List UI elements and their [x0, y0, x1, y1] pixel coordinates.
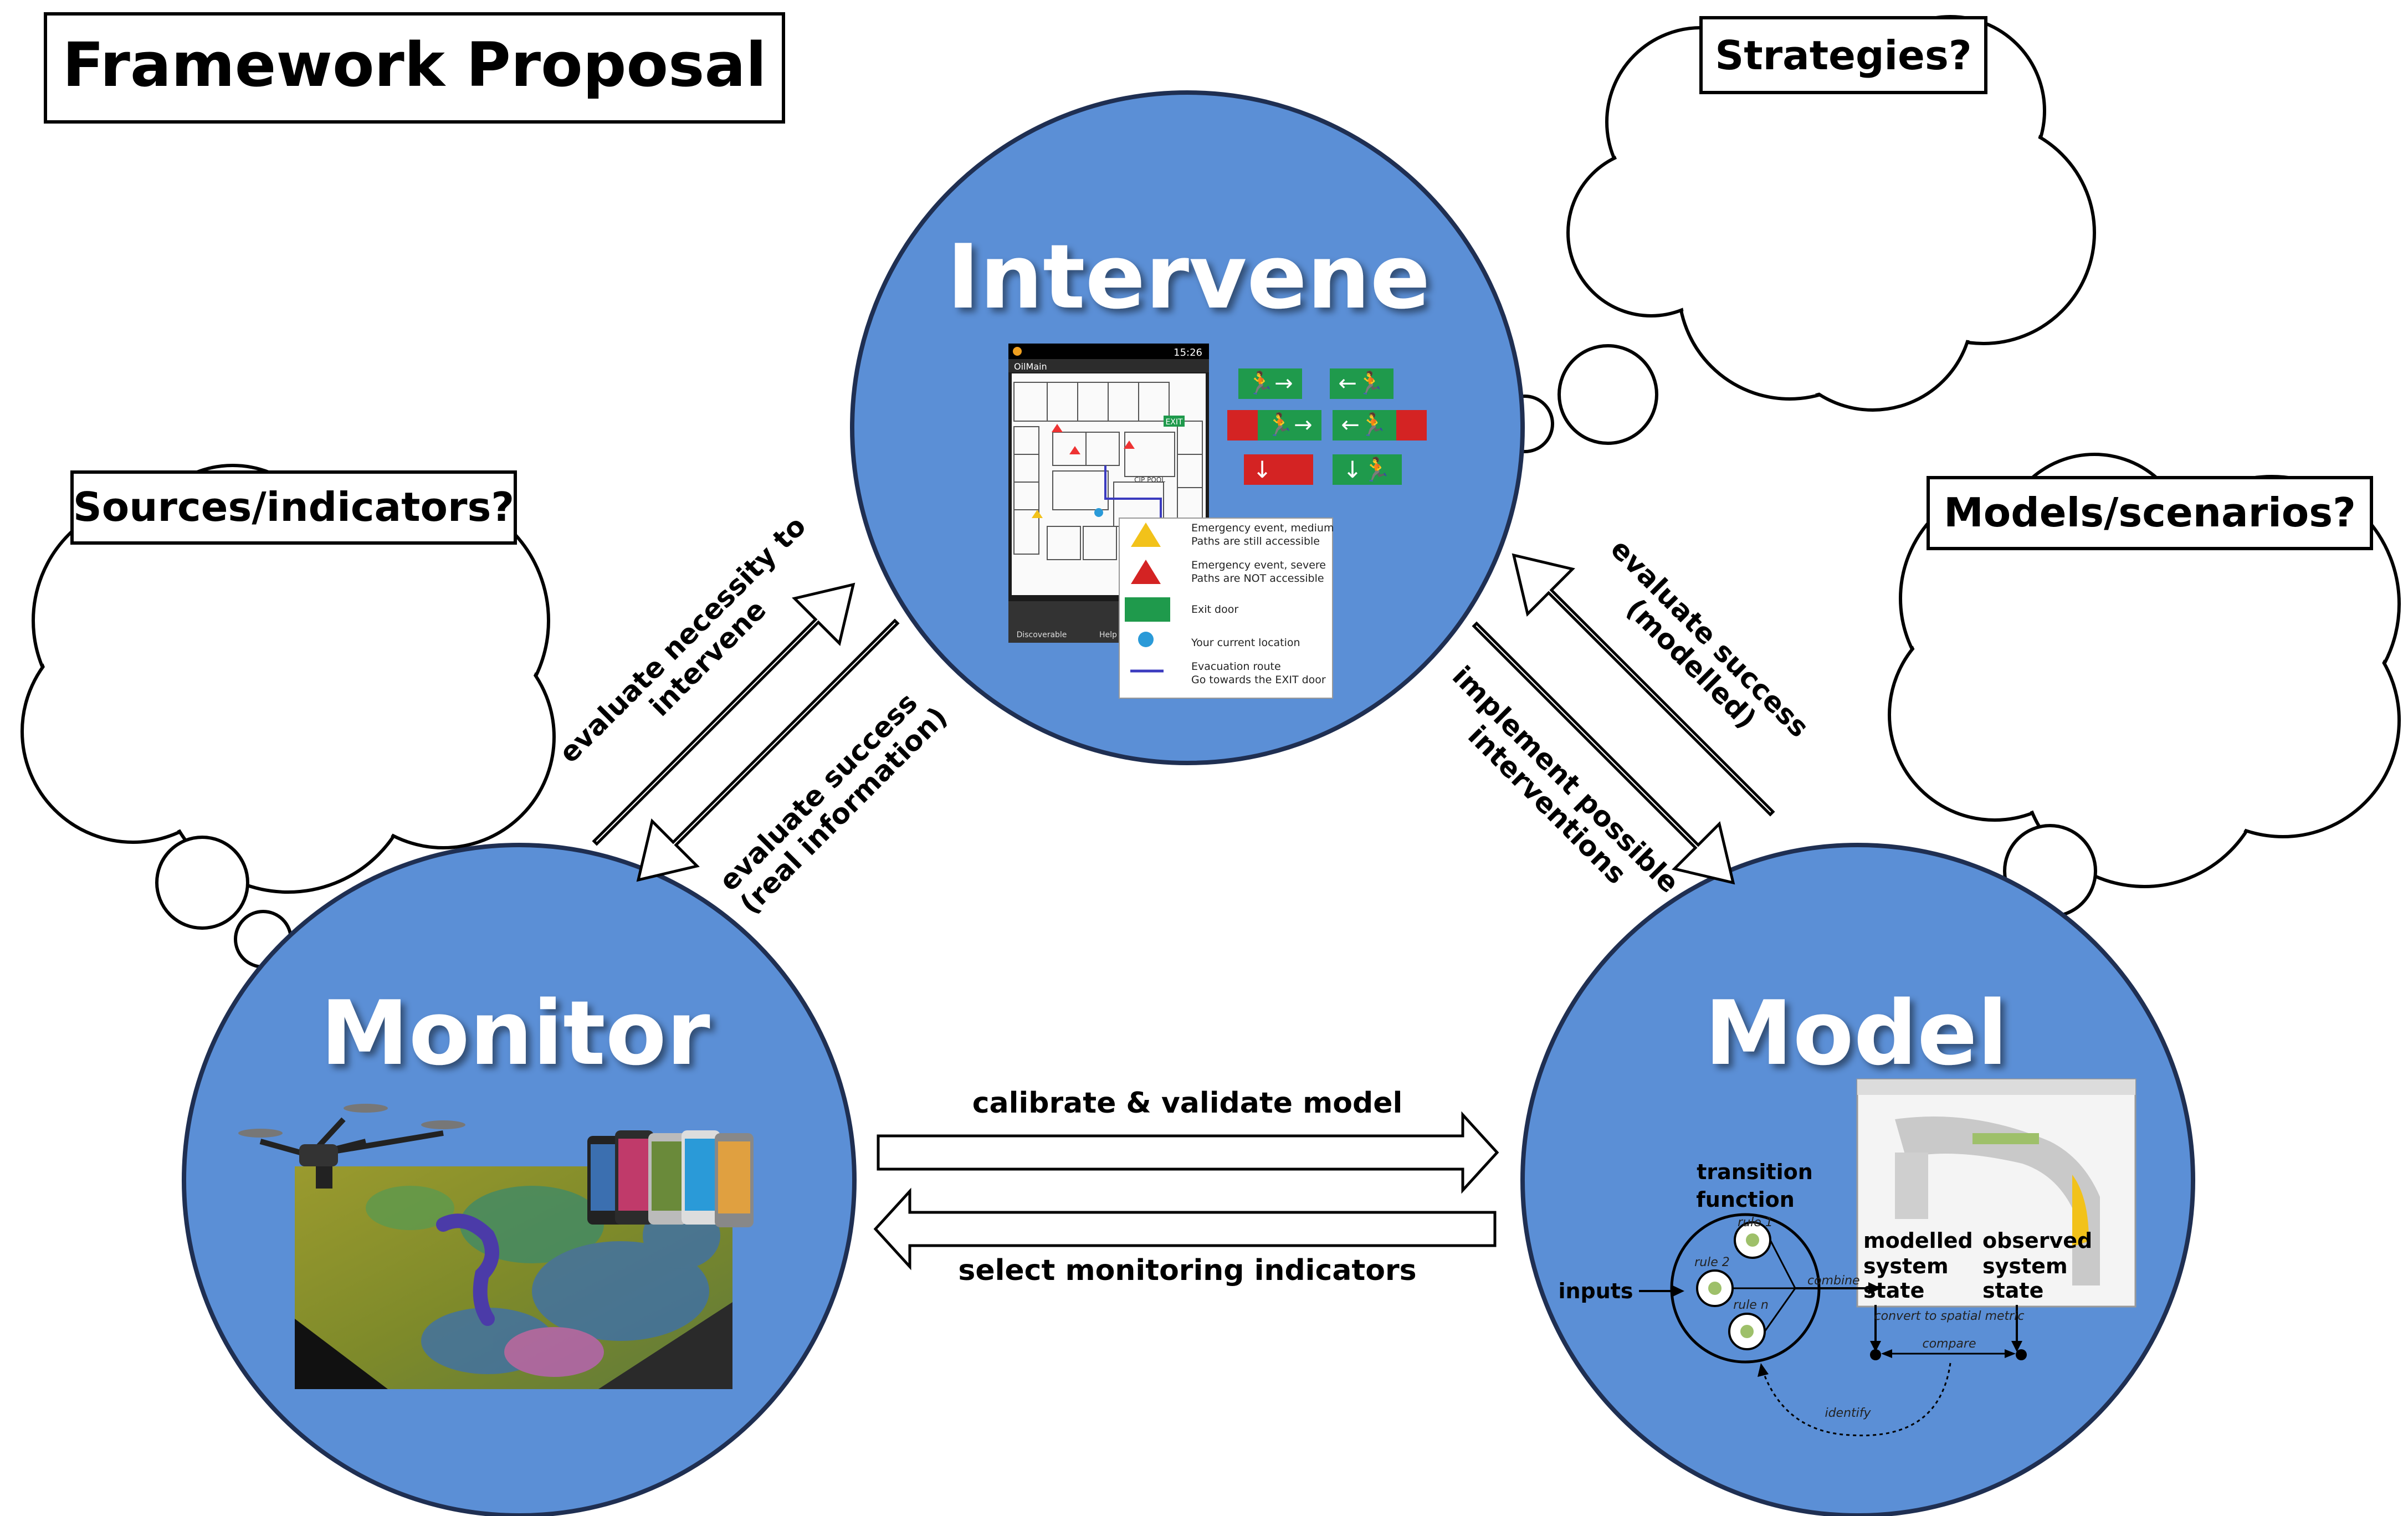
- label-implement-interventions: implement possible interventions: [1424, 660, 1692, 928]
- compare-label: compare: [1922, 1337, 1976, 1351]
- observed-state-line-1: observed: [1982, 1228, 2092, 1253]
- modelled-state-line-1: modelled: [1863, 1228, 1973, 1253]
- rule-1-label: rule 1: [1738, 1216, 1773, 1230]
- exit-sign-right-icon: [1238, 368, 1302, 399]
- drone-icon: [238, 1104, 465, 1189]
- title-box: Framework Proposal: [44, 12, 785, 124]
- status-time: 15:26: [1174, 347, 1202, 358]
- sources-label: Sources/indicators?: [73, 484, 514, 530]
- label-evaluate-necessity: evaluate necessity to intervene: [553, 503, 841, 791]
- arrow-model-to-monitor: [873, 1187, 1497, 1271]
- warning-red-icon: [1131, 560, 1161, 584]
- arrow-monitor-to-intervene: [592, 582, 855, 846]
- exit-sign-left-icon: [1330, 368, 1393, 399]
- exit-down-arrow-icon: [1333, 454, 1402, 485]
- model-flow-diagram: transition function rule 1 rule 2 rule n…: [1558, 1160, 2092, 1437]
- label-select-indicators: select monitoring indicators: [958, 1254, 1416, 1287]
- svg-text:🏃→: 🏃→: [1247, 370, 1293, 396]
- arrow-monitor-to-model: [877, 1111, 1499, 1194]
- exit-signs: 🏃→ ←🏃 🏃→ ←🏃 ↓ ↓🏃: [1227, 368, 1427, 485]
- thought-bubble-strategies: Strategies?: [1495, 15, 2096, 453]
- evacuation-app-screenshot: 15:26 OilMain: [1008, 344, 1209, 643]
- label-evaluate-success-modelled-line-1: evaluate success: [1605, 533, 1815, 744]
- label-calibrate: calibrate & validate model: [972, 1087, 1403, 1120]
- combine-label: combine: [1807, 1274, 1860, 1288]
- modelled-state-line-2: system: [1863, 1254, 1949, 1278]
- exit-sign-icon: [1125, 597, 1170, 622]
- convert-label: convert to spatial metric: [1874, 1309, 2025, 1323]
- page-title: Framework Proposal: [63, 29, 767, 100]
- legend-text: Exit door: [1191, 603, 1238, 616]
- legend-text: Paths are NOT accessible: [1191, 572, 1324, 585]
- identify-label: identify: [1825, 1406, 1871, 1420]
- observed-state-line-2: system: [1982, 1254, 2068, 1278]
- transition-function-line-2: function: [1696, 1187, 1795, 1212]
- warning-yellow-icon: [1131, 523, 1161, 547]
- nav-help: Help: [1099, 631, 1117, 639]
- thought-bubble-sources: Sources/indicators?: [21, 464, 556, 969]
- label-evaluate-necessity-line-1: evaluate necessity to: [553, 510, 812, 769]
- legend-text: Your current location: [1191, 637, 1300, 649]
- smartphones-icon: [587, 1130, 754, 1227]
- label-evaluate-success-real-line-2: (real information): [734, 700, 954, 920]
- label-evaluate-success-modelled: evaluate success (modelled): [1582, 533, 1822, 772]
- label-implement-interventions-line-1: implement possible: [1446, 660, 1685, 899]
- simulation-screenshot: [1856, 1078, 2137, 1308]
- label-evaluate-success-real-line-1: evaluate success: [713, 687, 924, 897]
- rule-2-label: rule 2: [1694, 1256, 1730, 1269]
- model-title: Model: [1704, 981, 2007, 1085]
- phone-exit-label: EXIT: [1165, 418, 1183, 427]
- legend-text: Go towards the EXIT door: [1191, 674, 1326, 686]
- models-label: Models/scenarios?: [1944, 489, 2356, 536]
- arrow-model-to-intervene: [1512, 553, 1775, 817]
- svg-text:←🏃: ←🏃: [1338, 370, 1384, 396]
- app-title: OilMain: [1014, 361, 1047, 372]
- nav-discoverable: Discoverable: [1017, 631, 1067, 639]
- room-label: CIP POOL: [1134, 476, 1165, 484]
- rule-n-label: rule n: [1733, 1298, 1769, 1312]
- arrow-intervene-to-monitor: [636, 618, 900, 882]
- transition-function-line-1: transition: [1697, 1160, 1813, 1184]
- legend-text: Paths are still accessible: [1191, 535, 1320, 547]
- legend-text: Emergency event, medium: [1191, 522, 1334, 534]
- fire-exit-right-icon: [1227, 410, 1258, 441]
- label-evaluate-success-real: evaluate success (real information): [712, 679, 954, 920]
- modelled-state-line-3: state: [1863, 1278, 1924, 1303]
- legend-text: Emergency event, severe: [1191, 559, 1326, 571]
- svg-text:🏃→: 🏃→: [1266, 412, 1312, 438]
- observed-state-line-3: state: [1982, 1278, 2043, 1303]
- intervene-title: Intervene: [947, 225, 1431, 329]
- strategies-label: Strategies?: [1715, 32, 1971, 79]
- svg-text:←🏃: ←🏃: [1341, 412, 1387, 438]
- fire-down-arrow-icon: [1244, 454, 1313, 485]
- svg-text:↓: ↓: [1252, 456, 1272, 483]
- monitor-title: Monitor: [320, 981, 710, 1085]
- fire-exit-left-icon: [1333, 410, 1396, 441]
- svg-text:↓🏃: ↓🏃: [1343, 456, 1391, 483]
- location-pin-icon: [1138, 632, 1154, 647]
- legend-text: Evacuation route: [1191, 660, 1281, 673]
- arrow-intervene-to-model: [1472, 621, 1735, 885]
- inputs-label: inputs: [1558, 1279, 1633, 1303]
